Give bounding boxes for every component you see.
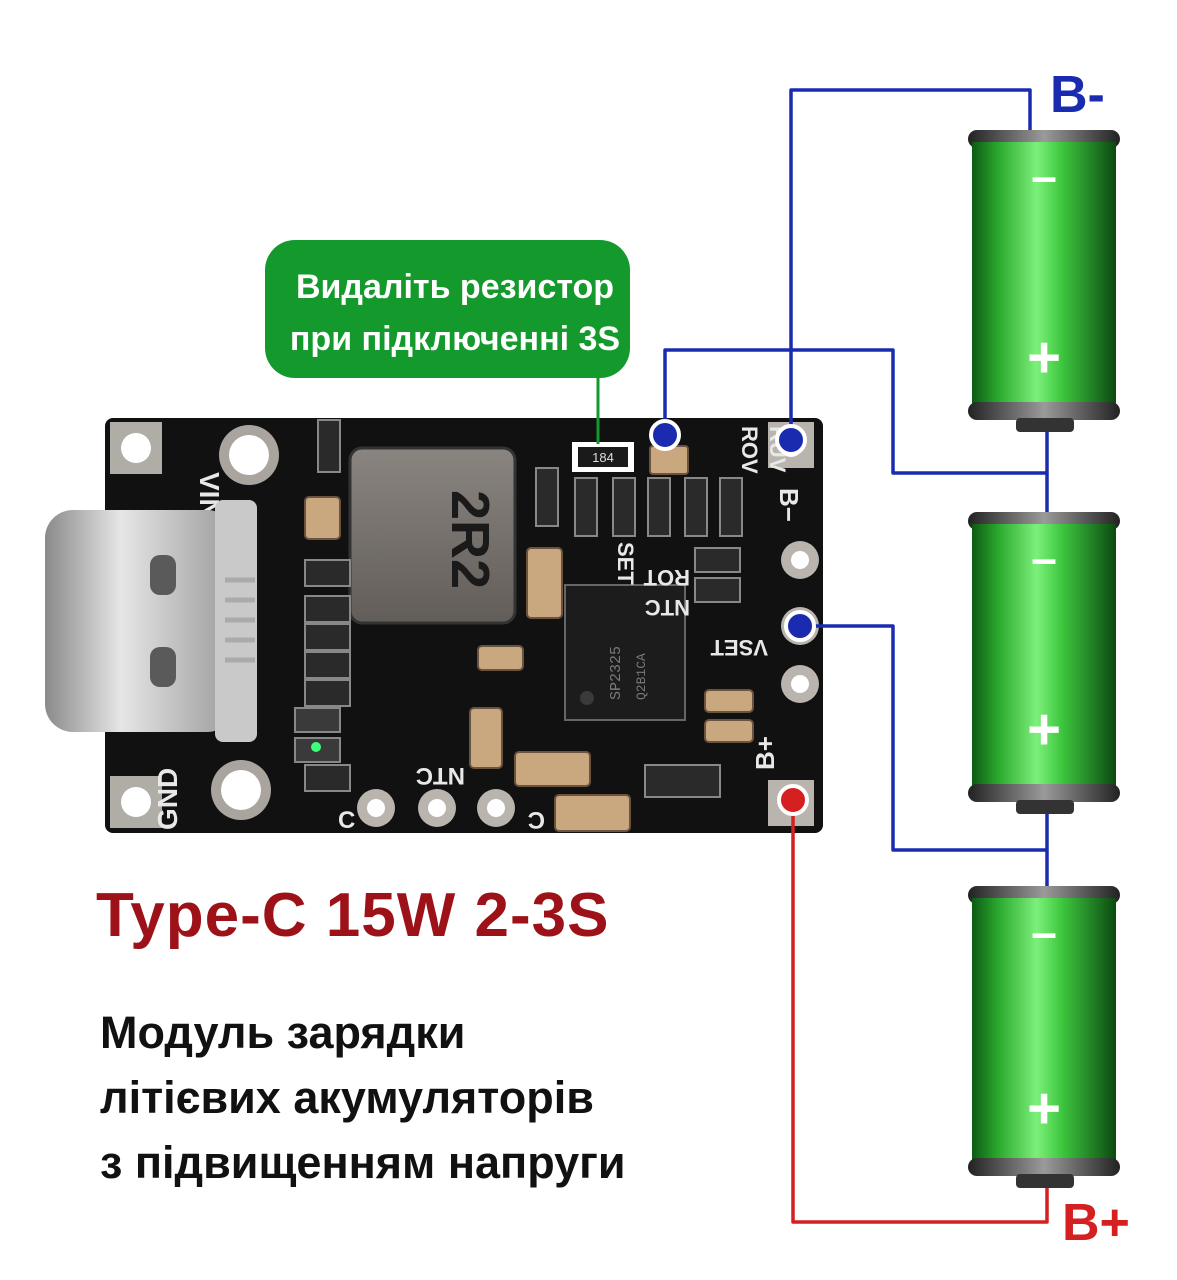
gnd-label: GND xyxy=(152,768,183,830)
usb-c-connector xyxy=(45,500,257,742)
battery-1-minus: – xyxy=(1031,150,1057,202)
ceramic-caps xyxy=(304,445,754,832)
b-minus-terminal-label: B- xyxy=(1050,66,1105,124)
b-plus-dot xyxy=(777,784,809,816)
chip-marking-2: Q2B1CA xyxy=(634,653,649,700)
battery-2-plus: + xyxy=(1027,697,1061,762)
board-bminus-label: B− xyxy=(774,488,804,522)
b-minus-dot xyxy=(775,424,807,456)
callout-line2: при підключенні 3S xyxy=(290,320,620,358)
wire-vset-midpoint xyxy=(800,624,1049,852)
description-line-1: Модуль зарядки xyxy=(100,1007,466,1058)
controller-chip: SP2325 Q2B1CA xyxy=(564,584,686,721)
status-leds xyxy=(294,707,341,763)
vin-hole xyxy=(229,435,269,475)
inductor-label: 2R2 xyxy=(440,490,500,589)
callout: Видаліть резистор при підключенні 3S xyxy=(265,240,630,444)
description-line-2: літієвих акумуляторів xyxy=(100,1072,594,1123)
callout-line1: Видаліть резистор xyxy=(296,268,614,306)
mounting-hole xyxy=(121,433,151,463)
battery-3-minus: – xyxy=(1031,906,1057,958)
product-description: Модуль зарядки літієвих акумуляторів з п… xyxy=(100,1000,626,1195)
battery-1-plus: + xyxy=(1027,325,1061,390)
resistor-184 xyxy=(578,447,628,467)
wire-ruv-midpoint xyxy=(663,348,1049,475)
wire-b-minus xyxy=(789,88,1032,440)
mounting-hole xyxy=(121,787,151,817)
set-label: SET xyxy=(613,542,638,585)
b-plus-terminal-label: B+ xyxy=(1062,1194,1130,1252)
vset-dot xyxy=(784,610,816,642)
battery-2-minus: – xyxy=(1031,532,1057,584)
product-headline: Type-C 15W 2-3S xyxy=(96,881,610,950)
ntc-bottom-label: NTC xyxy=(416,762,465,789)
board-bplus-label: B+ xyxy=(750,736,780,770)
battery-1: – + xyxy=(968,130,1120,432)
chip-marking-1: SP2325 xyxy=(608,646,625,700)
c-left-label: C xyxy=(338,807,355,834)
battery-2: – + xyxy=(968,512,1120,814)
wire-b-plus xyxy=(791,800,1049,1224)
battery-3-plus: + xyxy=(1027,1076,1061,1141)
ntc-right-label: NTC xyxy=(645,595,690,620)
wires xyxy=(663,88,1049,1224)
vset-label: VSET xyxy=(710,635,768,660)
battery-3: – + xyxy=(968,886,1120,1188)
description-line-3: з підвищенням напруги xyxy=(100,1137,626,1188)
gnd-hole xyxy=(221,770,261,810)
c-right-label: C xyxy=(528,806,545,833)
ruv-dot xyxy=(649,419,681,451)
pcb xyxy=(105,418,823,833)
resistor-label: 184 xyxy=(592,450,614,465)
connection-dots xyxy=(649,419,816,816)
rov-label: ROV xyxy=(737,426,762,474)
rot-label: ROT xyxy=(643,565,690,590)
charger-board: VIN GND 2R2 SP2325 Q2B1CA xyxy=(45,418,823,834)
smd-components xyxy=(304,419,743,798)
callout-box xyxy=(265,240,630,378)
inductor-2r2: 2R2 xyxy=(348,446,517,625)
